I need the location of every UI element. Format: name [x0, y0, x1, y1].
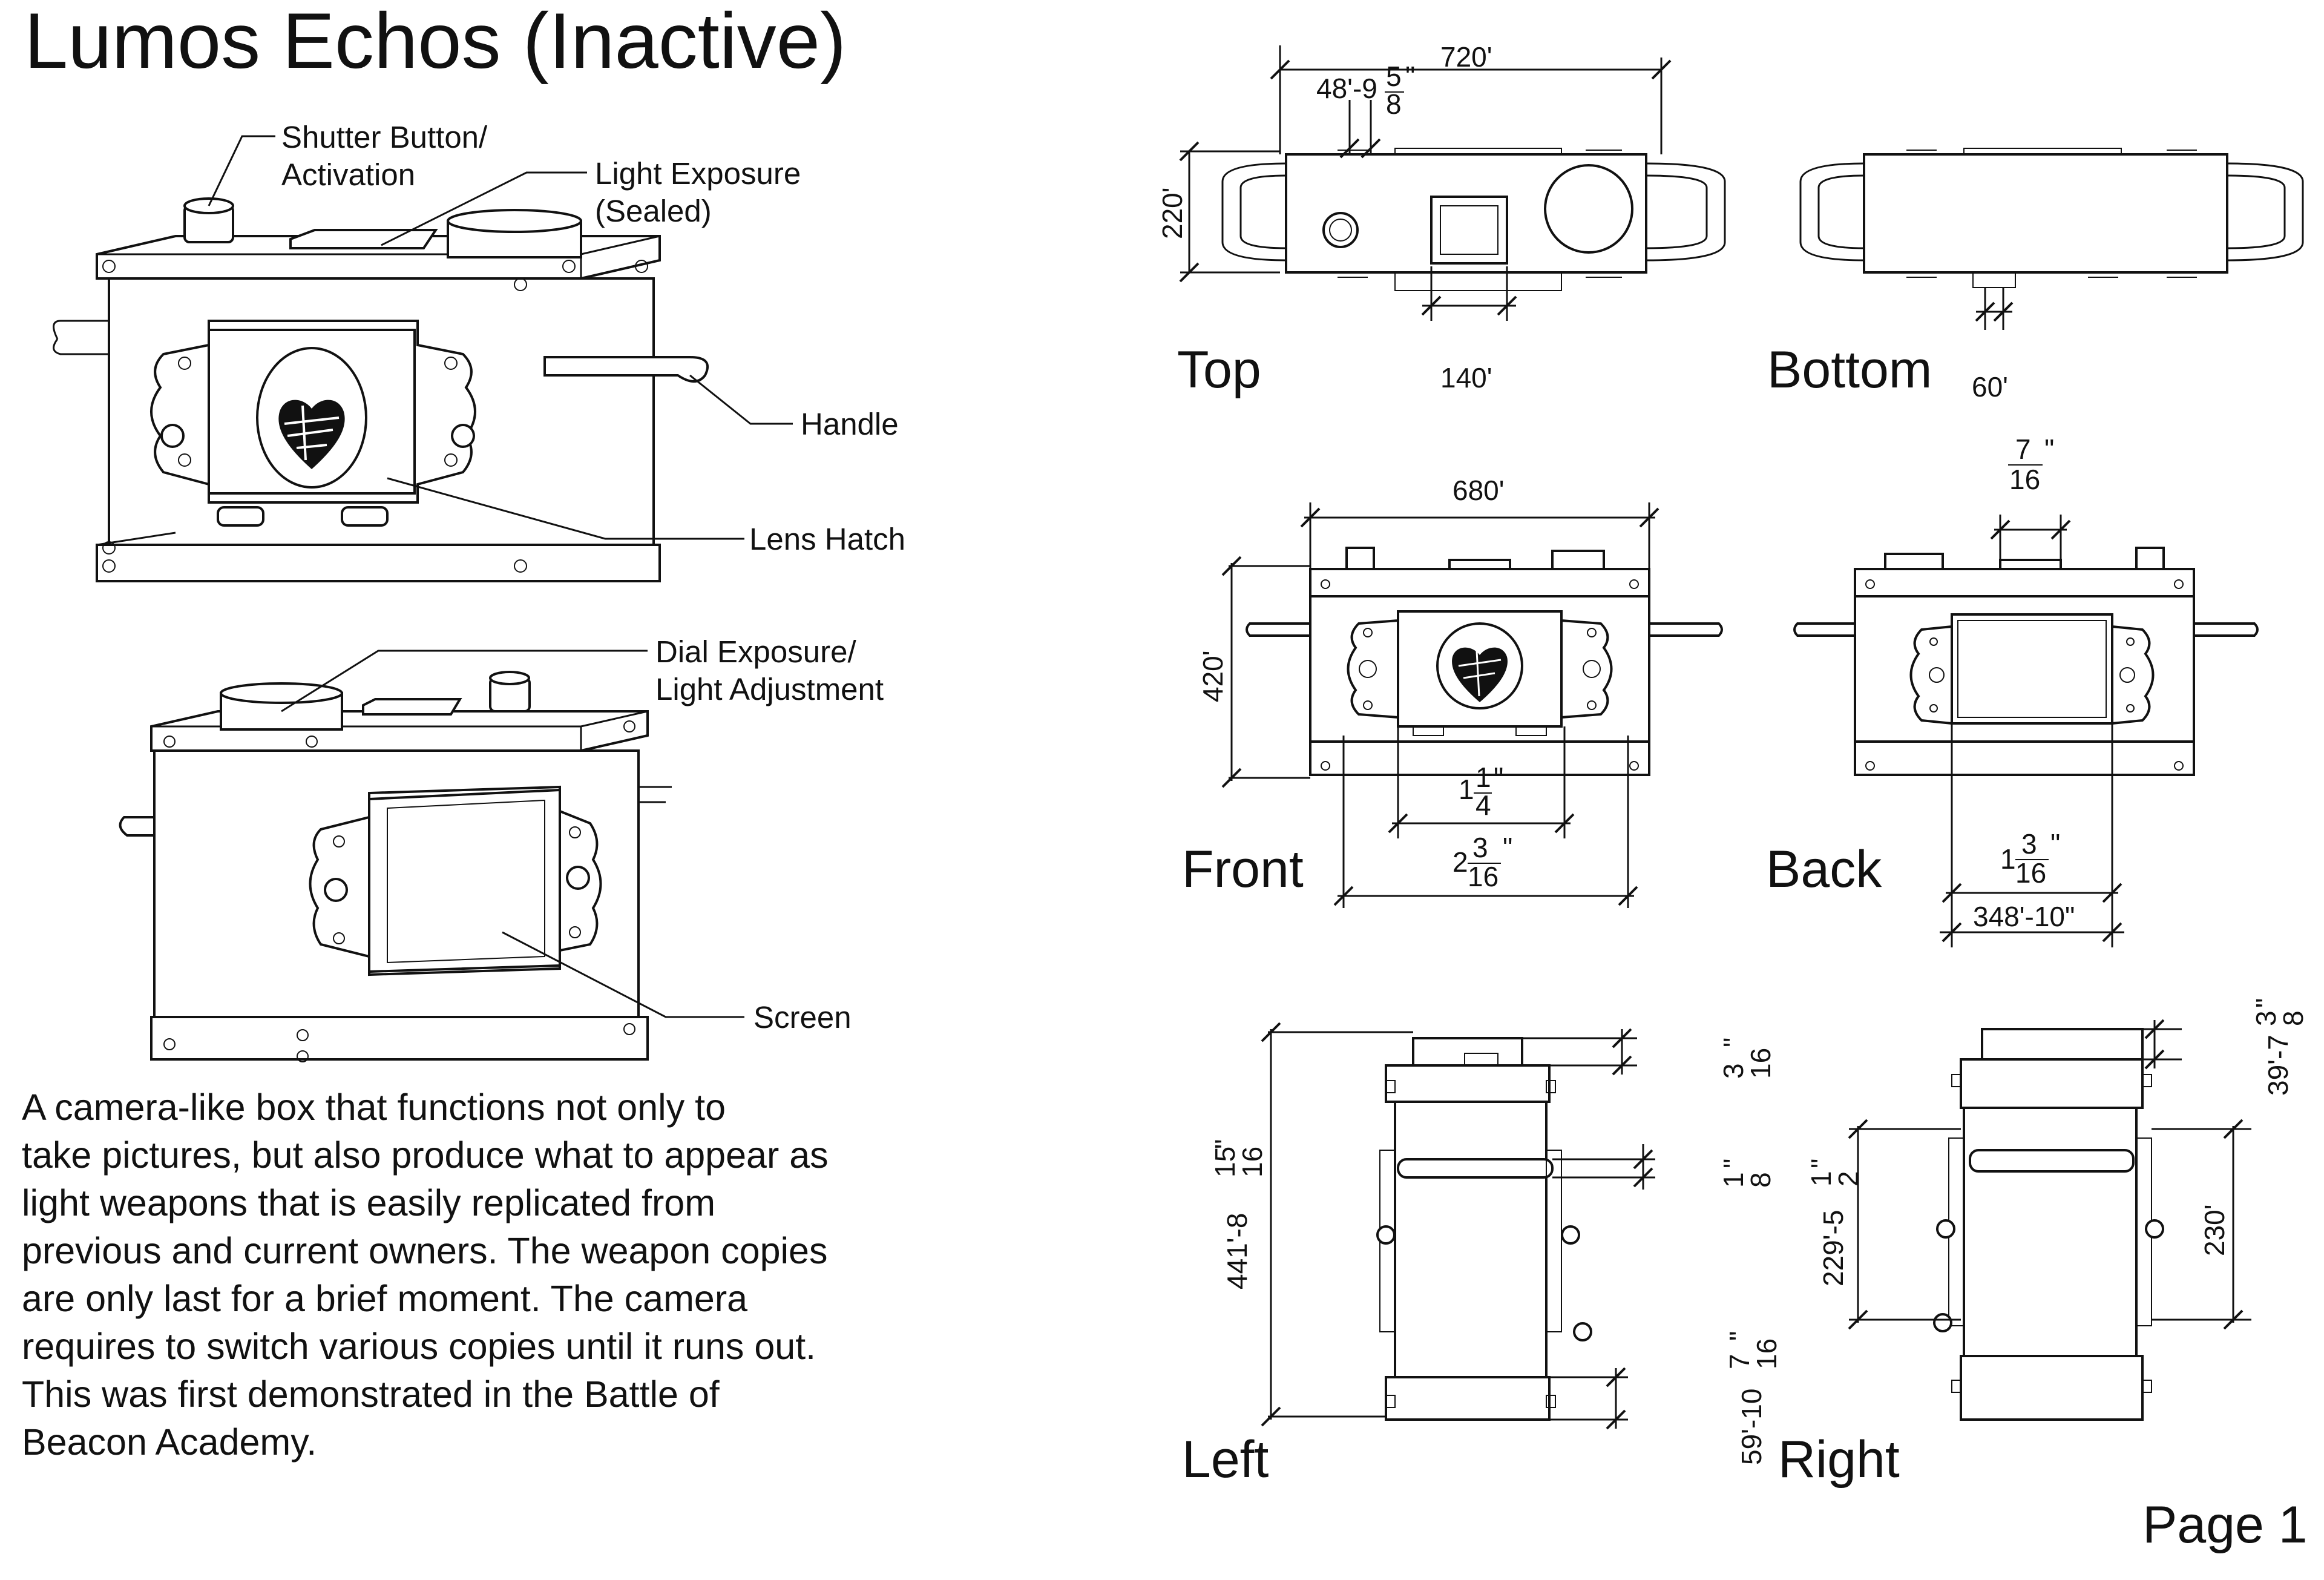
callout-light-exposure-1: Light Exposure: [595, 156, 801, 191]
dim-left-height-unit: ": [1209, 1139, 1241, 1149]
dim-front-inner-den: 4: [1475, 789, 1491, 821]
isometric-front-camera: [53, 135, 793, 582]
dim-right-top-unit: ": [2250, 998, 2282, 1008]
dim-back-top-den: 16: [2009, 464, 2040, 495]
dim-top-offset-unit: ": [1405, 61, 1415, 92]
right-view: [1848, 1019, 2251, 1421]
top-view: [1179, 45, 1726, 321]
view-label-bottom: Bottom: [1767, 341, 1932, 399]
dim-left-bottom-num: 7: [1724, 1354, 1755, 1369]
callout-screen: Screen: [753, 1000, 852, 1035]
dim-back-inner-num: 3: [2021, 828, 2037, 860]
left-view: [1261, 1022, 1655, 1430]
dim-right-top-whole: 39'-7: [2262, 1035, 2294, 1096]
dim-back-inner-unit: ": [2050, 828, 2060, 860]
view-label-right: Right: [1778, 1430, 1900, 1489]
dim-front-outer-whole: 2: [1452, 846, 1468, 878]
dim-left-top-unit: ": [1718, 1038, 1749, 1047]
dim-top-offset-den: 8: [1386, 88, 1402, 120]
dim-top-width: 720': [1440, 41, 1492, 73]
dim-front-height: 420': [1197, 650, 1229, 702]
dim-bottom-gap: 60': [1972, 371, 2008, 403]
dim-right-height-whole: 229'-5: [1817, 1210, 1849, 1286]
dim-left-bottom-unit: ": [1724, 1331, 1755, 1341]
bottom-view: [1799, 148, 2304, 330]
page-title: Lumos Echos (Inactive): [24, 0, 847, 85]
dim-top-height: 220': [1157, 187, 1188, 239]
dim-front-outer-num: 3: [1472, 832, 1488, 863]
view-label-left: Left: [1182, 1430, 1269, 1489]
dim-front-outer-den: 16: [1468, 861, 1498, 892]
dim-back-outer: 348'-10": [1973, 901, 2075, 932]
callout-dial-1: Dial Exposure/: [655, 634, 856, 669]
dim-right-height-unit: ": [1805, 1159, 1837, 1168]
dim-left-height-den: 16: [1236, 1147, 1268, 1177]
isometric-back-camera: [119, 650, 744, 1062]
callout-light-exposure-2: (Sealed): [595, 194, 712, 228]
dim-back-top-unit: ": [2044, 433, 2054, 465]
dim-left-bottom-den: 16: [1751, 1338, 1782, 1369]
callout-shutter-1: Shutter Button/: [281, 120, 488, 154]
dim-front-inner-num: 1: [1475, 762, 1491, 793]
dim-top-offset-num: 5: [1386, 61, 1402, 92]
callout-labels: Shutter Button/ Activation Light Exposur…: [281, 120, 905, 1035]
back-view: [1793, 515, 2259, 947]
view-label-front: Front: [1182, 840, 1304, 898]
dim-front-inner-unit: ": [1494, 762, 1503, 793]
callout-dial-2: Light Adjustment: [655, 672, 884, 706]
callout-shutter-2: Activation: [281, 157, 415, 192]
dim-right-side: 230': [2199, 1204, 2230, 1256]
dim-left-mid-den: 8: [1745, 1172, 1776, 1188]
dim-front-width: 680': [1452, 475, 1505, 506]
dim-left-height-whole: 441'-8: [1221, 1213, 1253, 1289]
dim-back-top-num: 7: [2015, 433, 2031, 465]
callout-handle: Handle: [801, 407, 899, 441]
callout-lens-hatch: Lens Hatch: [749, 522, 905, 556]
dim-right-top-num: 3: [2250, 1010, 2282, 1026]
dim-front-outer-unit: ": [1503, 832, 1512, 863]
dim-left-bottom-whole: 59'-10: [1736, 1389, 1767, 1465]
dim-left-top-den: 16: [1745, 1048, 1776, 1079]
dim-right-height-den: 2: [1833, 1171, 1864, 1187]
view-label-top: Top: [1177, 341, 1261, 399]
dim-left-top-num: 3: [1718, 1063, 1749, 1079]
front-view: [1221, 502, 1723, 908]
description-text: A camera-like box that functions not onl…: [22, 1087, 829, 1463]
dim-back-inner-den: 16: [2015, 857, 2046, 889]
dim-left-mid-unit: ": [1718, 1159, 1749, 1168]
dim-right-top-den: 8: [2277, 1010, 2309, 1026]
page-number: Page 1: [2142, 1496, 2308, 1554]
dim-left-mid-num: 1: [1718, 1172, 1749, 1188]
dim-top-screen: 140': [1440, 362, 1492, 393]
dim-top-offset-whole: 48'-9: [1316, 73, 1377, 104]
dim-left-height-num: 15: [1209, 1147, 1241, 1177]
dim-back-inner-whole: 1: [2000, 843, 2016, 875]
dim-right-height-num: 1: [1805, 1171, 1837, 1187]
view-label-back: Back: [1766, 840, 1882, 898]
dim-front-inner-whole: 1: [1459, 774, 1474, 805]
